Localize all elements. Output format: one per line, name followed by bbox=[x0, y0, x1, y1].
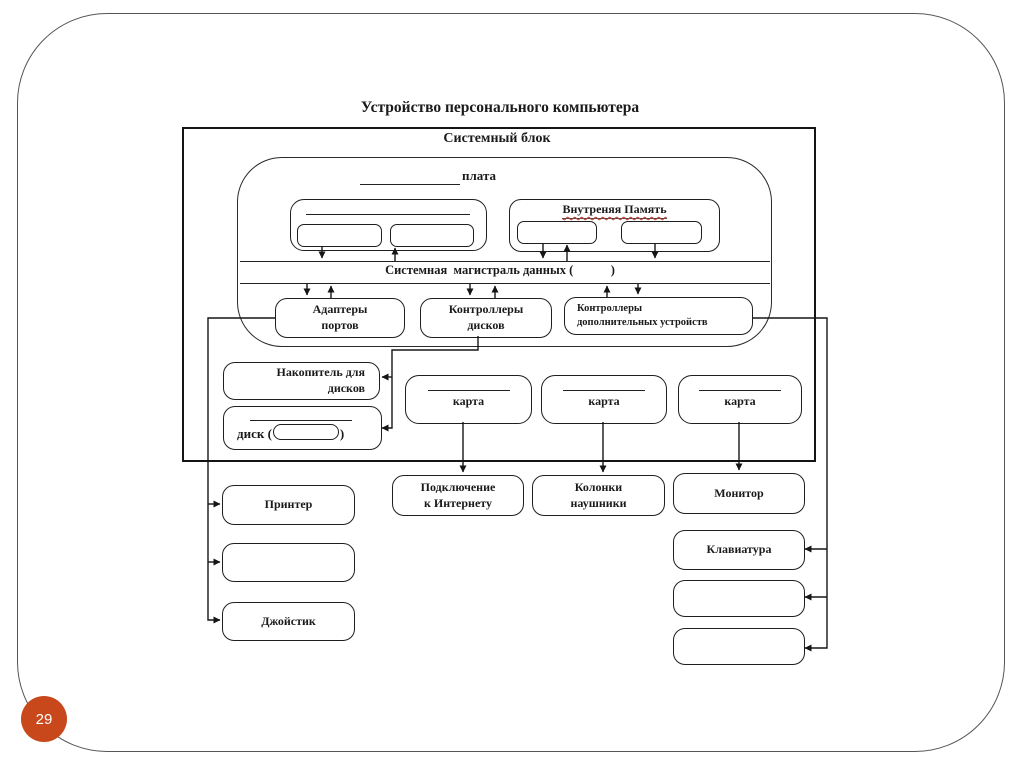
internet-box: Подключение к Интернету bbox=[392, 475, 524, 516]
card-box-2: карта bbox=[541, 375, 667, 424]
memory-label: Внутреняя Память bbox=[562, 202, 667, 219]
card-blank-line bbox=[699, 389, 781, 391]
card-box-1: карта bbox=[405, 375, 532, 424]
disk-blank-line bbox=[250, 420, 352, 421]
disk-controllers-box: Контроллеры дисков bbox=[420, 298, 552, 338]
processor-slot-2 bbox=[390, 224, 474, 247]
memory-slot-1 bbox=[517, 221, 597, 244]
disk-label: диск () bbox=[237, 424, 344, 442]
bus-line-top bbox=[240, 261, 770, 262]
memory-slot-2 bbox=[621, 221, 702, 244]
motherboard-label: плата bbox=[462, 168, 496, 183]
speakers-box: Колонки наушники bbox=[532, 475, 665, 516]
disk-label-prefix: диск ( bbox=[237, 426, 272, 441]
card-label: карта bbox=[588, 393, 620, 408]
bus-label: Системная магистраль данных ( ) bbox=[385, 263, 615, 277]
disk-blank-oval bbox=[272, 424, 339, 440]
motherboard-blank-line bbox=[360, 184, 460, 185]
card-blank-line bbox=[563, 389, 645, 391]
card-label: карта bbox=[452, 393, 485, 408]
system-unit-box bbox=[182, 127, 816, 462]
processor-slot-1 bbox=[297, 224, 382, 247]
disk-storage-box: Накопитель для дисков bbox=[223, 362, 380, 400]
processor-blank-line bbox=[306, 214, 470, 215]
printer-box: Принтер bbox=[222, 485, 355, 525]
right-empty-box-1 bbox=[673, 580, 805, 617]
diagram-title: Устройство персонального компьютера bbox=[360, 99, 640, 116]
page-number-badge: 29 bbox=[21, 696, 67, 742]
port-adapters-box: Адаптеры портов bbox=[275, 298, 405, 338]
aux-controllers-box: Контроллеры дополнительных устройств bbox=[564, 297, 753, 335]
motherboard-box bbox=[237, 157, 772, 347]
system-unit-label: Системный блок bbox=[443, 131, 551, 146]
card-blank-line bbox=[427, 389, 510, 391]
monitor-box: Монитор bbox=[673, 473, 805, 514]
keyboard-box: Клавиатура bbox=[673, 530, 805, 570]
card-label: карта bbox=[724, 393, 756, 408]
disk-label-suffix: ) bbox=[339, 426, 345, 441]
left-empty-box bbox=[222, 543, 355, 582]
bus-line-bottom bbox=[240, 283, 770, 284]
card-box-3: карта bbox=[678, 375, 802, 424]
joystick-box: Джойстик bbox=[222, 602, 355, 641]
right-empty-box-2 bbox=[673, 628, 805, 665]
